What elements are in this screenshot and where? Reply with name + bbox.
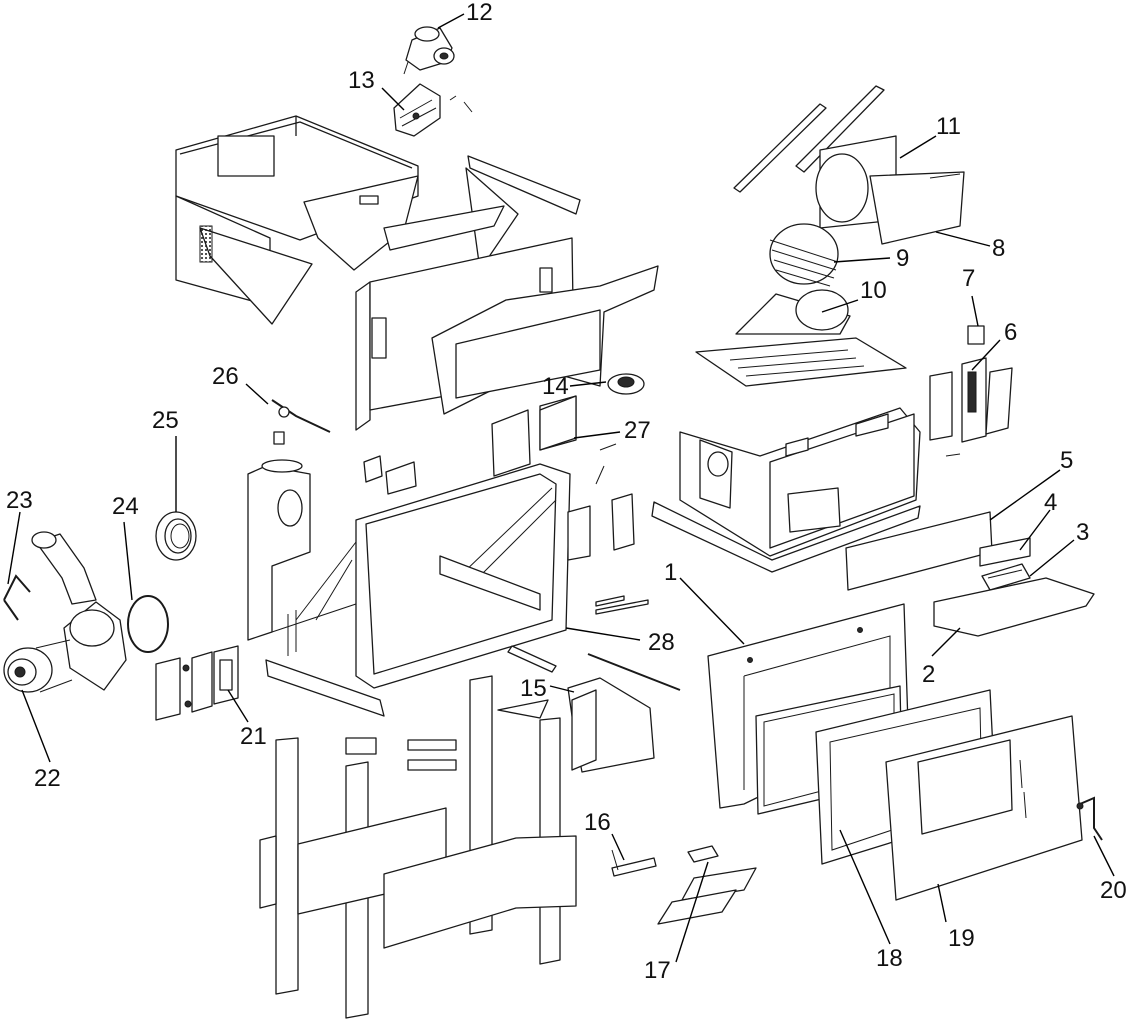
part-4-plate <box>979 537 1031 567</box>
callout-13: 13 <box>348 67 375 94</box>
callout-15: 15 <box>520 675 547 702</box>
callout-27: 27 <box>624 417 651 444</box>
callout-4: 4 <box>1044 489 1057 516</box>
part-20-latch <box>1076 796 1103 841</box>
main-frame-assembly <box>247 459 571 717</box>
callout-28: 28 <box>648 629 675 656</box>
part-5-baffle <box>845 511 993 591</box>
stand-legs <box>259 675 577 1019</box>
callout-9: 9 <box>896 245 909 272</box>
callout-24: 24 <box>112 493 139 520</box>
callout-25: 25 <box>152 407 179 434</box>
part-2-tray <box>933 577 1095 637</box>
callout-6: 6 <box>1004 319 1017 346</box>
callout-17: 17 <box>644 957 671 984</box>
part-21-cover-plates <box>155 645 239 721</box>
part-24-gasket <box>127 595 169 653</box>
part-16-key <box>611 849 657 877</box>
part-15-shield <box>567 677 655 773</box>
part-3-burner <box>981 563 1031 591</box>
callout-7: 7 <box>962 265 975 292</box>
part-8-11-duct <box>733 85 965 245</box>
callout-10: 10 <box>860 277 887 304</box>
upper-housing-assembly <box>175 115 659 431</box>
part-12-motor <box>403 26 455 75</box>
callout-23: 23 <box>6 487 33 514</box>
callout-18: 18 <box>876 945 903 972</box>
part-10-collar <box>735 289 851 335</box>
callout-19: 19 <box>948 925 975 952</box>
part-23-elbow <box>3 531 97 621</box>
part-17-remote <box>657 845 757 925</box>
leader-lines <box>7 13 1115 963</box>
callout-1: 1 <box>664 559 677 586</box>
callout-5: 5 <box>1060 447 1073 474</box>
callout-8: 8 <box>992 235 1005 262</box>
callout-26: 26 <box>212 363 239 390</box>
part-25-flange <box>155 511 197 561</box>
part-6-7-switch <box>929 325 1013 457</box>
part-19-door-panel <box>885 715 1083 901</box>
callout-2: 2 <box>922 661 935 688</box>
callout-12: 12 <box>466 0 493 26</box>
callout-21: 21 <box>240 723 267 750</box>
part-9-flex-hose <box>769 223 839 287</box>
callout-14: 14 <box>542 373 569 400</box>
part-14-control <box>607 373 645 395</box>
part-13-bracket <box>393 83 473 137</box>
grille-plate <box>695 337 907 387</box>
callout-labels: 12 13 11 8 9 10 7 6 5 4 3 2 1 14 27 26 2… <box>6 0 1127 984</box>
part-22-blower <box>3 601 127 693</box>
callout-11: 11 <box>936 113 961 140</box>
callout-16: 16 <box>584 809 611 836</box>
part-26-probe <box>271 399 331 445</box>
callout-20: 20 <box>1100 877 1127 904</box>
burner-box-assembly <box>651 407 921 573</box>
callout-22: 22 <box>34 765 61 792</box>
callout-3: 3 <box>1076 519 1089 546</box>
